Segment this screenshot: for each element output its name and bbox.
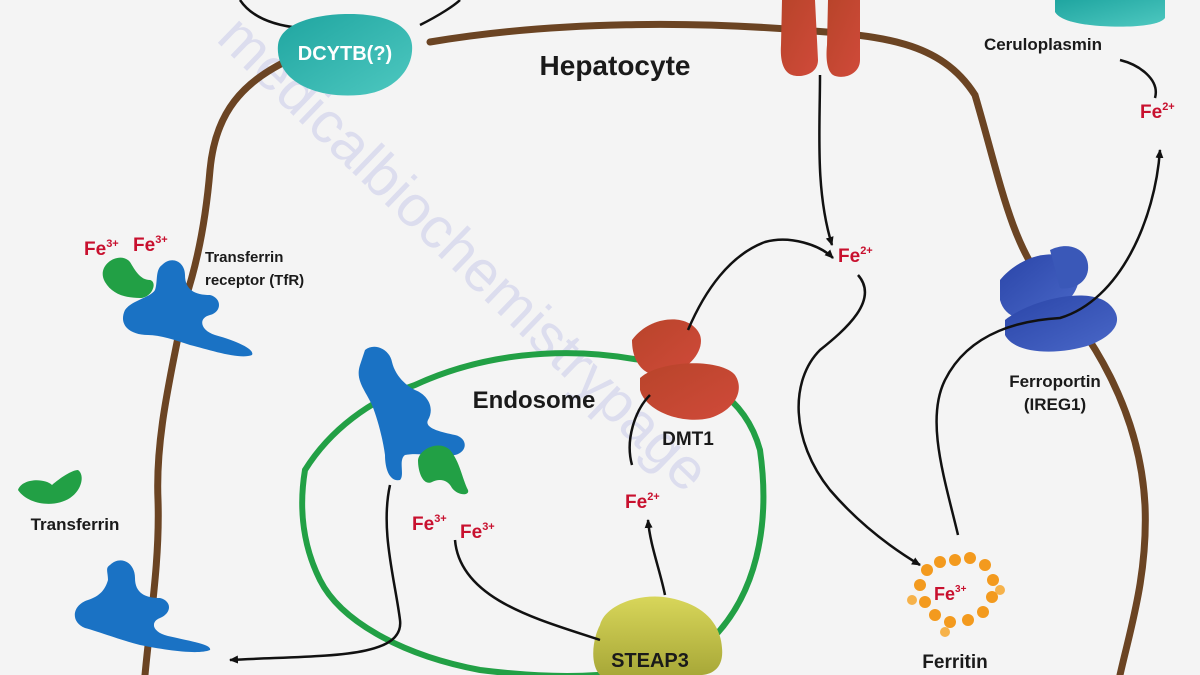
- steap3-protein: [593, 596, 723, 675]
- fe3-ion-ferritin: Fe3+: [934, 584, 967, 604]
- fe3-ion-1: Fe3+: [84, 238, 119, 260]
- page-title: Hepatocyte: [540, 50, 691, 81]
- fe3-ion-2: Fe3+: [133, 234, 168, 256]
- membrane-channel-top: [780, 0, 860, 77]
- dcytb-label: DCYTB(?): [298, 43, 392, 65]
- transferrin-receptor-membrane: [122, 260, 253, 357]
- fe2-ion-cytosol: Fe2+: [838, 245, 873, 267]
- ferritin-label: Ferritin: [922, 652, 987, 673]
- transferrin-endosome-icon: [418, 445, 469, 495]
- dmt1-label: DMT1: [662, 429, 714, 450]
- fe2-ion-plasma: Fe2+: [1140, 101, 1175, 123]
- steap3-label: STEAP3: [611, 650, 689, 672]
- ferroportin-label-line2: (IREG1): [1024, 395, 1086, 414]
- tfr-label-line1: Transferrin: [205, 249, 283, 266]
- ceruloplasmin-label: Ceruloplasmin: [984, 35, 1102, 54]
- endosome-label: Endosome: [473, 387, 596, 414]
- transferrin-free-icon: [18, 470, 82, 504]
- ceruloplasmin-protein: [1055, 0, 1165, 27]
- dcytb-protein: [277, 13, 413, 96]
- fe3-ion-3: Fe3+: [412, 513, 447, 535]
- ferritin-cluster: [907, 552, 1005, 637]
- pathway-arrows: [229, 58, 1164, 664]
- fe3-ion-4: Fe3+: [460, 521, 495, 543]
- fe2-ion-endosome: Fe2+: [625, 491, 660, 513]
- transferrin-receptor-recycled: [74, 560, 211, 653]
- tfr-label-line2: receptor (TfR): [205, 272, 304, 289]
- transferrin-bound-icon: [102, 257, 154, 298]
- ferroportin-label-line1: Ferroportin: [1009, 372, 1101, 391]
- dmt1-protein: [632, 319, 739, 420]
- ferroportin-protein: [1000, 246, 1118, 352]
- transferrin-label: Transferrin: [31, 515, 120, 534]
